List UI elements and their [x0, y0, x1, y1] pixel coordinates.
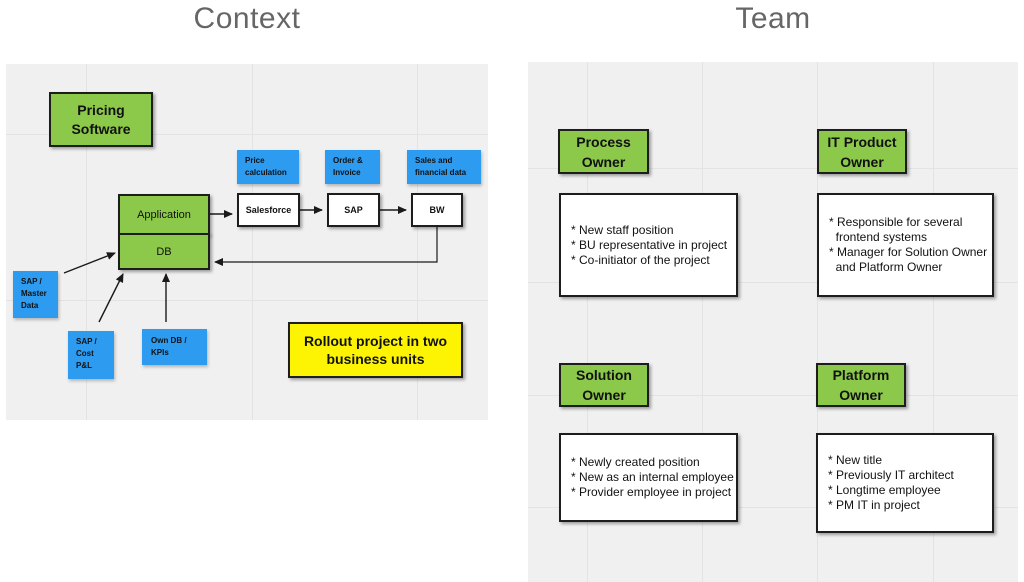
- grid-line-horizontal: [528, 395, 1018, 396]
- solution-owner-header[interactable]: Solution Owner: [559, 363, 649, 407]
- connector-bw-db[interactable]: [214, 227, 438, 266]
- frame-title-context[interactable]: Context: [193, 2, 301, 35]
- order-invoice-note[interactable]: Order & Invoice: [325, 150, 380, 184]
- application-shape[interactable]: Application: [118, 194, 210, 235]
- grid-line-vertical: [86, 64, 87, 420]
- grid-line-horizontal: [528, 168, 1018, 169]
- grid-line-vertical: [933, 62, 934, 582]
- it-product-owner-card[interactable]: * Responsible for several frontend syste…: [817, 193, 994, 297]
- salesforce-shape[interactable]: Salesforce: [237, 193, 300, 227]
- platform-owner-card[interactable]: * New title * Previously IT architect * …: [816, 433, 994, 533]
- context-frame[interactable]: Pricing Software Application DB Price ca…: [6, 64, 488, 420]
- solution-owner-card[interactable]: * Newly created position * New as an int…: [559, 433, 738, 522]
- grid-line-vertical: [252, 64, 253, 420]
- grid-line-horizontal: [528, 507, 1018, 508]
- grid-line-horizontal: [6, 300, 488, 301]
- grid-line-horizontal: [528, 282, 1018, 283]
- grid-line-horizontal: [6, 134, 488, 135]
- grid-line-vertical: [587, 62, 588, 582]
- grid-line-vertical: [702, 62, 703, 582]
- price-calculation-note[interactable]: Price calculation: [237, 150, 299, 184]
- sap-cost-pl-note[interactable]: SAP / Cost P&L: [68, 331, 114, 379]
- team-frame[interactable]: Process Owner * New staff position * BU …: [528, 62, 1018, 582]
- connector-sapcost-db[interactable]: [98, 273, 124, 323]
- platform-owner-header[interactable]: Platform Owner: [816, 363, 906, 407]
- rollout-project-note[interactable]: Rollout project in two business units: [288, 322, 463, 378]
- own-db-kpis-note[interactable]: Own DB / KPIs: [142, 329, 207, 365]
- sap-master-data-note[interactable]: SAP / Master Data: [13, 271, 58, 318]
- sap-shape[interactable]: SAP: [327, 193, 380, 227]
- bw-shape[interactable]: BW: [411, 193, 463, 227]
- connector-sapmaster-db[interactable]: [63, 252, 116, 274]
- process-owner-header[interactable]: Process Owner: [558, 129, 649, 174]
- grid-line-vertical: [817, 62, 818, 582]
- process-owner-card[interactable]: * New staff position * BU representative…: [559, 193, 738, 297]
- sales-financial-data-note[interactable]: Sales and financial data: [407, 150, 481, 184]
- frame-title-team[interactable]: Team: [735, 2, 811, 35]
- pricing-software-shape[interactable]: Pricing Software: [49, 92, 153, 147]
- it-product-owner-header[interactable]: IT Product Owner: [817, 129, 907, 174]
- db-shape[interactable]: DB: [118, 233, 210, 270]
